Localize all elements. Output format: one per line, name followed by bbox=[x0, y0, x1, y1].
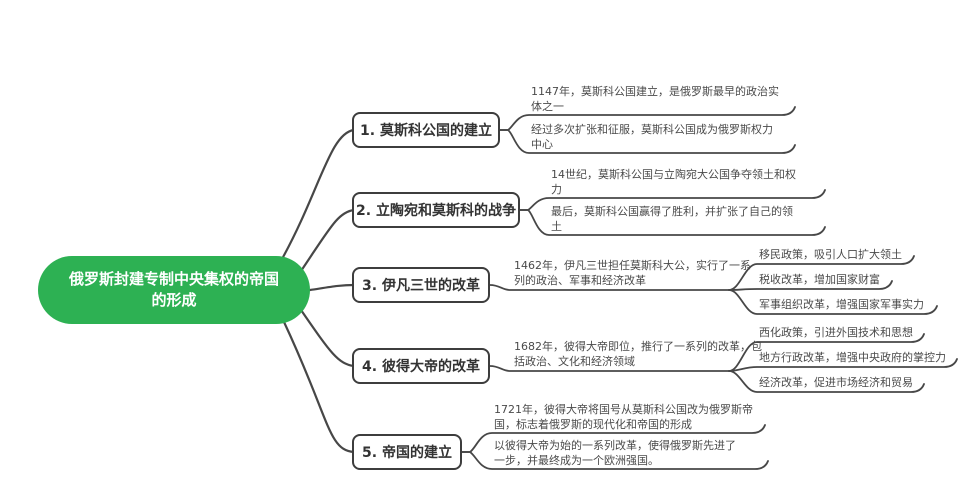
leaf-node[interactable]: 最后，莫斯科公国赢得了胜利，并扩张了自己的领土 bbox=[551, 205, 793, 233]
edge-branch1-child2 bbox=[499, 129, 796, 154]
edge-branch4-child bbox=[489, 365, 730, 372]
branch-label-4: 4. 彼得大帝的改革 bbox=[362, 359, 480, 375]
root-topic-label: 俄罗斯封建专制中央集权的帝国的形成 bbox=[68, 270, 279, 309]
edge-branch5-child2 bbox=[461, 451, 769, 470]
branch-label-2: 2. 立陶宛和莫斯科的战争 bbox=[356, 203, 516, 219]
edge-root-branch5 bbox=[282, 320, 356, 454]
root-topic-node[interactable]: 俄罗斯封建专制中央集权的帝国的形成 bbox=[38, 256, 310, 324]
branch-node-1[interactable]: 1. 莫斯科公国的建立 bbox=[352, 112, 500, 148]
edge-branch3-child bbox=[489, 284, 730, 291]
branch-node-3[interactable]: 3. 伊凡三世的改革 bbox=[352, 267, 490, 303]
leaf-node[interactable]: 税收改革，增加国家财富 bbox=[759, 273, 880, 286]
leaf-node[interactable]: 1721年，彼得大帝将国号从莫斯科公国改为俄罗斯帝国，标志着俄罗斯的现代化和帝国… bbox=[494, 403, 753, 431]
edge-branch2-child1 bbox=[519, 189, 826, 211]
edge-branch3-grandchild2 bbox=[728, 280, 893, 291]
edge-branch3-grandchild3 bbox=[728, 289, 938, 315]
branch-label-5: 5. 帝国的建立 bbox=[362, 445, 452, 461]
edge-branch3-grandchild1 bbox=[728, 255, 915, 291]
edge-branch5-child1 bbox=[461, 424, 766, 453]
edge-root-branch2 bbox=[299, 208, 356, 273]
branch-node-2[interactable]: 2. 立陶宛和莫斯科的战争 bbox=[352, 192, 520, 228]
leaf-node[interactable]: 西化政策，引进外国技术和思想 bbox=[759, 326, 913, 339]
branch-node-5[interactable]: 5. 帝国的建立 bbox=[352, 434, 462, 470]
leaf-node[interactable]: 经济改革，促进市场经济和贸易 bbox=[759, 376, 913, 389]
edge-branch2-child2 bbox=[519, 209, 826, 236]
leaf-node[interactable]: 1147年，莫斯科公国建立，是俄罗斯最早的政治实体之一 bbox=[531, 85, 779, 113]
edge-branch4-grandchild2 bbox=[728, 358, 958, 372]
edge-root-branch3 bbox=[308, 283, 356, 292]
leaf-node[interactable]: 以彼得大帝为始的一系列改革，使得俄罗斯先进了一步，并最终成为一个欧洲强国。 bbox=[494, 439, 736, 467]
edge-root-branch4 bbox=[299, 308, 356, 368]
leaf-node[interactable]: 地方行政改革，增强中央政府的掌控力 bbox=[759, 351, 946, 364]
subtopic-node[interactable]: 1462年，伊凡三世担任莫斯科大公，实行了一系列的政治、军事和经济改革 bbox=[514, 259, 751, 287]
edge-root-branch1 bbox=[280, 128, 356, 261]
edge-branch4-grandchild3 bbox=[728, 370, 925, 393]
leaf-node[interactable]: 移民政策，吸引人口扩大领土 bbox=[759, 248, 902, 261]
subtopic-node[interactable]: 1682年，彼得大帝即位，推行了一系列的改革，包括政治、文化和经济领域 bbox=[514, 340, 762, 368]
branch-label-3: 3. 伊凡三世的改革 bbox=[362, 278, 480, 294]
branch-node-4[interactable]: 4. 彼得大帝的改革 bbox=[352, 348, 490, 384]
edge-branch4-grandchild1 bbox=[728, 333, 925, 372]
leaf-node[interactable]: 经过多次扩张和征服，莫斯科公国成为俄罗斯权力中心 bbox=[531, 123, 773, 151]
branch-label-1: 1. 莫斯科公国的建立 bbox=[360, 123, 492, 139]
leaf-node[interactable]: 军事组织改革，增强国家军事实力 bbox=[759, 298, 924, 311]
edge-branch1-child1 bbox=[499, 106, 796, 131]
leaf-node[interactable]: 14世纪，莫斯科公国与立陶宛大公国争夺领土和权力 bbox=[551, 168, 796, 196]
